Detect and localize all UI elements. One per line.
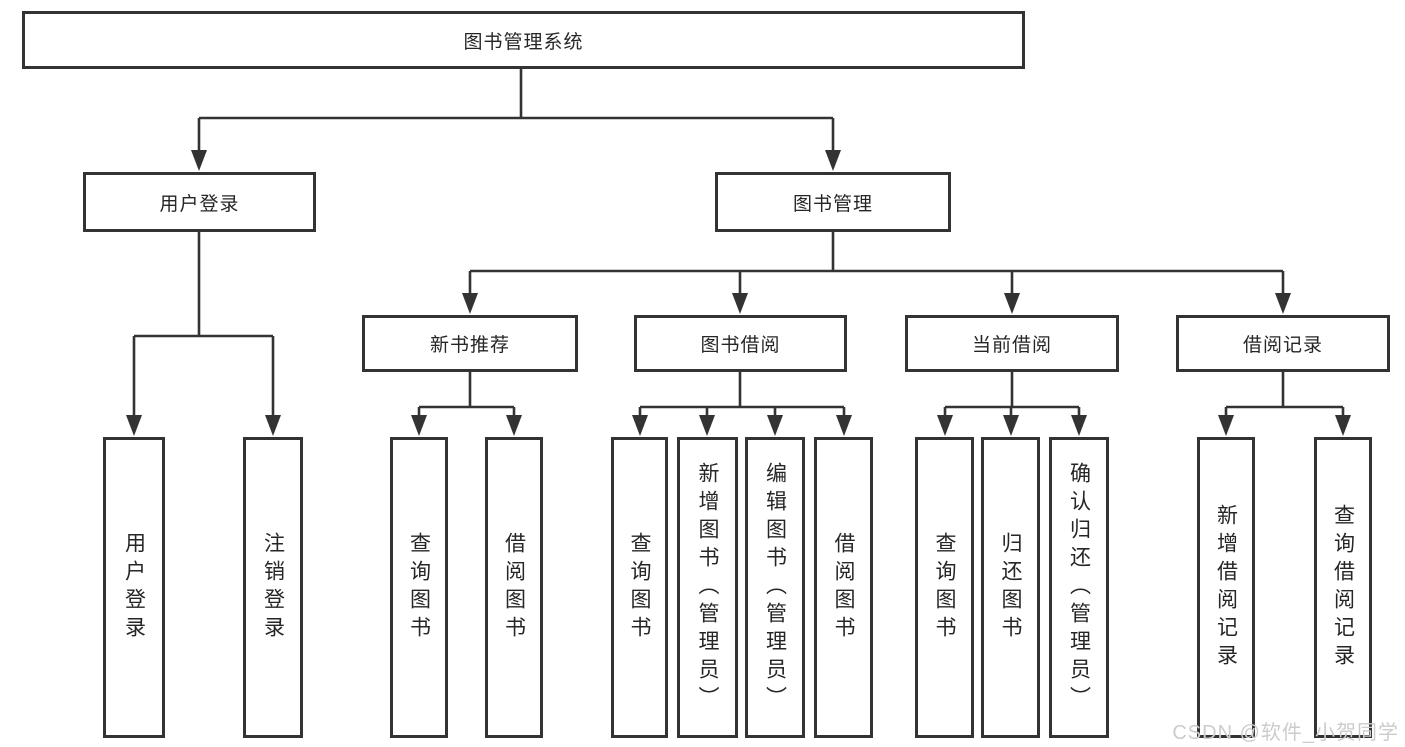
leaf-user-login: 用户登录 xyxy=(103,437,165,738)
node-borrow-records: 借阅记录 xyxy=(1176,315,1390,372)
node-book-management: 图书管理 xyxy=(715,172,951,232)
node-new-book-recommend: 新书推荐 xyxy=(362,315,578,372)
leaf-query-books-recommend: 查询图书 xyxy=(390,437,448,738)
arrowhead xyxy=(462,293,478,314)
leaf-return-books: 归还图书 xyxy=(981,437,1040,738)
leaf-edit-books-admin: 编辑图书（管理员） xyxy=(745,437,805,738)
arrowhead xyxy=(191,150,207,171)
leaf-logout: 注销登录 xyxy=(243,437,303,738)
arrowhead xyxy=(1335,415,1351,436)
leaf-query-borrow-record: 查询借阅记录 xyxy=(1314,437,1372,738)
node-book-borrow: 图书借阅 xyxy=(634,315,847,372)
leaf-add-borrow-record: 新增借阅记录 xyxy=(1197,437,1255,738)
leaf-query-books-borrow: 查询图书 xyxy=(611,437,668,738)
csdn-watermark: CSDN @软件_小贺同学 xyxy=(1172,722,1399,744)
leaf-query-books-current: 查询图书 xyxy=(915,437,974,738)
arrowhead xyxy=(1004,293,1020,314)
node-current-borrow: 当前借阅 xyxy=(905,315,1119,372)
arrowhead xyxy=(411,415,427,436)
arrowhead xyxy=(937,415,953,436)
node-library-system: 图书管理系统 xyxy=(22,11,1025,69)
leaf-borrow-books-recommend: 借阅图书 xyxy=(485,437,543,738)
arrowhead xyxy=(126,415,142,436)
arrowhead xyxy=(767,415,783,436)
arrowhead xyxy=(632,415,648,436)
arrowhead xyxy=(265,415,281,436)
arrowhead xyxy=(506,415,522,436)
arrowhead xyxy=(699,415,715,436)
arrowhead xyxy=(1071,415,1087,436)
arrowhead xyxy=(1275,293,1291,314)
arrowhead xyxy=(1218,415,1234,436)
leaf-confirm-return-admin: 确认归还（管理员） xyxy=(1049,437,1109,738)
arrowhead xyxy=(836,415,852,436)
arrowhead xyxy=(825,150,841,171)
leaf-add-books-admin: 新增图书（管理员） xyxy=(677,437,738,738)
arrowhead xyxy=(1003,415,1019,436)
leaf-borrow-books: 借阅图书 xyxy=(814,437,873,738)
arrowhead xyxy=(732,293,748,314)
node-user-login: 用户登录 xyxy=(83,172,316,232)
